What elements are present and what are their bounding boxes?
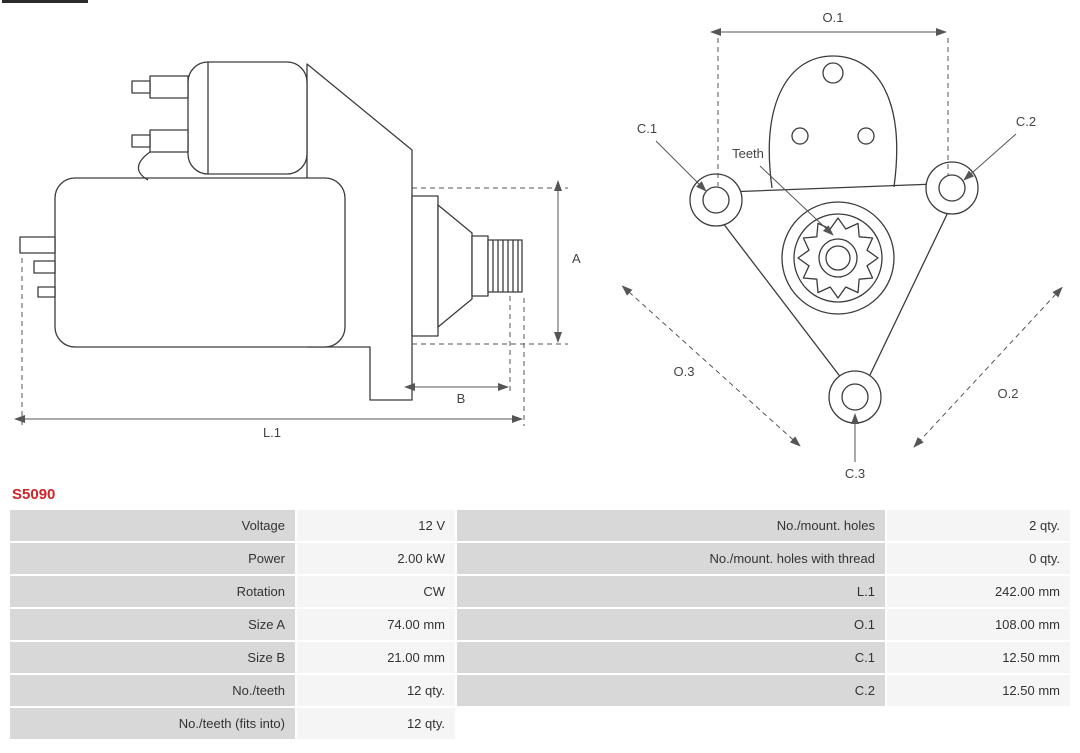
technical-drawing: A B L.1 O.1 bbox=[14, 10, 1063, 481]
dim-label-l1: L.1 bbox=[263, 425, 281, 440]
bolt-hole bbox=[791, 127, 809, 145]
spec-value-cell: 12 V bbox=[297, 510, 455, 541]
spec-value-cell: 74.00 mm bbox=[297, 609, 455, 640]
spec-label-cell: Size A bbox=[10, 609, 295, 640]
dim-label-b: B bbox=[457, 391, 466, 406]
spec-label-cell: No./teeth (fits into) bbox=[10, 708, 295, 739]
spec-label-cell: O.1 bbox=[457, 609, 885, 640]
spec-label-cell: Power bbox=[10, 543, 295, 574]
terminal-bolt bbox=[131, 134, 151, 148]
dim-label-c3: C.3 bbox=[845, 466, 865, 481]
rear-bolt bbox=[33, 260, 56, 274]
spec-label-cell: C.2 bbox=[457, 675, 885, 706]
spec-value-cell: 12 qty. bbox=[297, 708, 455, 739]
spec-label-cell: Voltage bbox=[10, 510, 295, 541]
spec-table: Voltage 12 V No./mount. holes 2 qty. Pow… bbox=[10, 510, 1070, 739]
spec-label-cell: No./teeth bbox=[10, 675, 295, 706]
mount-hole-c2 bbox=[938, 174, 966, 202]
spec-value-cell: 0 qty. bbox=[887, 543, 1070, 574]
rear-bolt bbox=[37, 286, 56, 298]
mount-hole-c1 bbox=[702, 186, 730, 214]
dim-label-c1: C.1 bbox=[637, 121, 657, 136]
gear-assembly bbox=[781, 201, 895, 315]
screen-artifact bbox=[2, 0, 88, 3]
spec-label-cell: C.1 bbox=[457, 642, 885, 673]
spec-value-cell: 2.00 kW bbox=[297, 543, 455, 574]
spec-value-cell: 12.50 mm bbox=[887, 642, 1070, 673]
top-bell bbox=[768, 55, 898, 189]
dim-label-o3: O.3 bbox=[674, 364, 695, 379]
spec-value-cell: 242.00 mm bbox=[887, 576, 1070, 607]
dim-label-o2: O.2 bbox=[998, 386, 1019, 401]
spec-label-cell: Size B bbox=[10, 642, 295, 673]
spec-label-cell: No./mount. holes with thread bbox=[457, 543, 885, 574]
spec-value-cell: 2 qty. bbox=[887, 510, 1070, 541]
mount-hole-c3 bbox=[841, 383, 869, 411]
shaft-collar bbox=[471, 235, 489, 297]
terminal-bolt bbox=[131, 80, 151, 94]
dim-label-o1: O.1 bbox=[823, 10, 844, 25]
spec-value-cell: 12.50 mm bbox=[887, 675, 1070, 706]
front-view: O.1 C.1 C.2 Teeth O.3 O.2 C.3 bbox=[621, 10, 1063, 481]
spec-value-cell: 108.00 mm bbox=[887, 609, 1070, 640]
side-view: A B L.1 bbox=[14, 61, 581, 440]
terminal bbox=[149, 129, 189, 153]
spec-value-cell: CW bbox=[297, 576, 455, 607]
spec-label-cell: L.1 bbox=[457, 576, 885, 607]
technical-drawing-area: A B L.1 O.1 bbox=[14, 10, 1063, 481]
spec-value-cell: 12 qty. bbox=[297, 675, 455, 706]
top-hole bbox=[822, 62, 844, 84]
teeth-label: Teeth bbox=[732, 146, 764, 161]
spec-value-cell: 21.00 mm bbox=[297, 642, 455, 673]
solenoid bbox=[187, 61, 308, 175]
spec-value-cell bbox=[887, 708, 1070, 739]
motor-body bbox=[54, 177, 346, 348]
part-number: S5090 bbox=[12, 486, 56, 503]
pinion-shaft bbox=[487, 239, 523, 293]
spec-label-cell bbox=[457, 708, 885, 739]
rear-bolt bbox=[19, 236, 56, 254]
terminal bbox=[149, 75, 189, 99]
drive-housing bbox=[411, 195, 439, 337]
spec-label-cell: No./mount. holes bbox=[457, 510, 885, 541]
wire bbox=[137, 151, 151, 181]
dim-label-c2: C.2 bbox=[1016, 114, 1036, 129]
bolt-hole bbox=[857, 127, 875, 145]
dim-label-a: A bbox=[572, 251, 581, 266]
drive-cone bbox=[437, 204, 473, 328]
spec-label-cell: Rotation bbox=[10, 576, 295, 607]
